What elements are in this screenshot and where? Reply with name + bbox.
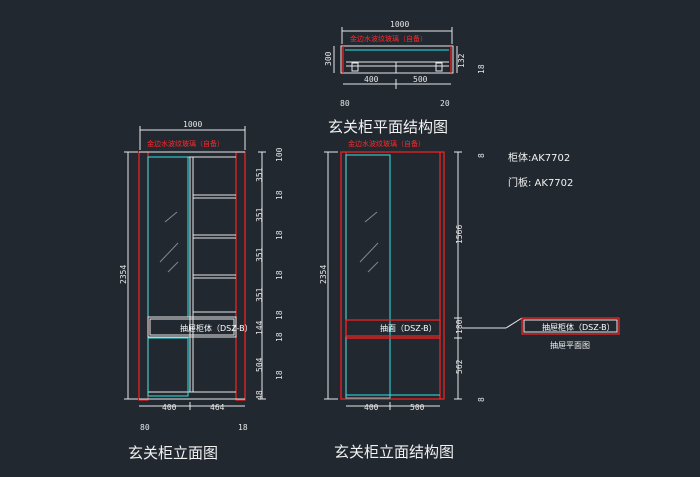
elev-dim-height: 2354	[119, 265, 128, 284]
elev-dim-r2: 18	[275, 190, 284, 200]
elev-dim-r10: 18	[275, 332, 284, 342]
struct-dim-b1: 500	[410, 403, 425, 412]
elev-dim-r4: 18	[275, 230, 284, 240]
elev-dim-r1: 351	[255, 167, 264, 182]
elev-glass-note: 金边水波纹玻璃（自备）	[147, 139, 224, 148]
elev-dim-r5: 351	[255, 247, 264, 262]
elev-title: 玄关柜立面图	[128, 444, 218, 462]
plan-title: 玄关柜平面结构图	[328, 118, 448, 136]
struct-dim-r2: 180	[455, 319, 464, 334]
struct-dim-height: 2354	[319, 265, 328, 284]
plan-dim-side-eight: 18	[477, 64, 486, 74]
elev-dim-r6: 18	[275, 270, 284, 280]
plan-dim-side-small: 132	[457, 53, 466, 68]
elev-dim-r12: 18	[275, 370, 284, 380]
elev-dim-r7: 351	[255, 287, 264, 302]
plan-dim-width: 1000	[390, 20, 409, 29]
struct-glass-note: 金边水波纹玻璃（自备）	[348, 139, 425, 148]
structure-elevation: 金边水波纹玻璃（自备） 2354 抽面（DSZ-B） 8 1566 180 56…	[319, 139, 486, 461]
plan-dim-depth: 300	[324, 51, 333, 66]
plan-view: 1000 金边水波纹玻璃（自备） 300 132 18 400 500 80 2…	[324, 20, 486, 136]
drawer-plan-label: 抽屉柜体（DSZ-B）	[542, 322, 615, 332]
plan-dim-bottom-right: 20	[440, 99, 450, 108]
elev-drawer-label: 抽屉柜体（DSZ-B）	[180, 323, 253, 333]
elev-dim-r8: 18	[275, 310, 284, 320]
drawer-plan-title: 抽屉平面图	[550, 340, 590, 350]
plan-dim-left-part: 400	[364, 75, 379, 84]
elev-dim-r0: 100	[275, 147, 284, 162]
elev-dim-b2: 464	[210, 403, 225, 412]
struct-dim-r4: 8	[477, 397, 486, 402]
material-info: 柜体:AK7702 门板: AK7702	[508, 151, 573, 189]
struct-dim-r3: 562	[455, 359, 464, 374]
front-elevation: 1000 金边水波纹玻璃（自备） 2354 抽屉柜体（D	[119, 120, 284, 462]
struct-dim-r0: 8	[477, 153, 486, 158]
elev-dim-r13: 48	[255, 390, 264, 400]
elev-dim-r9: 144	[255, 320, 264, 335]
drawer-plan: 抽屉柜体（DSZ-B） 抽屉平面图	[462, 317, 620, 350]
elev-dim-b1: 400	[162, 403, 177, 412]
plan-glass-note: 金边水波纹玻璃（自备）	[350, 34, 427, 43]
door-material: 门板: AK7702	[508, 176, 573, 189]
cabinet-material: 柜体:AK7702	[508, 151, 570, 164]
struct-dim-b0: 400	[364, 403, 379, 412]
elev-dim-r3: 351	[255, 207, 264, 222]
elev-dim-b3: 18	[238, 423, 248, 432]
elev-dim-b0: 80	[140, 423, 150, 432]
elev-dim-r11: 504	[255, 357, 264, 372]
struct-dim-r1: 1566	[455, 225, 464, 244]
plan-dim-right-part: 500	[413, 75, 428, 84]
elev-dim-width: 1000	[183, 120, 202, 129]
struct-drawer-label: 抽面（DSZ-B）	[380, 323, 437, 333]
plan-dim-bottom-left: 80	[340, 99, 350, 108]
struct-title: 玄关柜立面结构图	[334, 443, 454, 461]
